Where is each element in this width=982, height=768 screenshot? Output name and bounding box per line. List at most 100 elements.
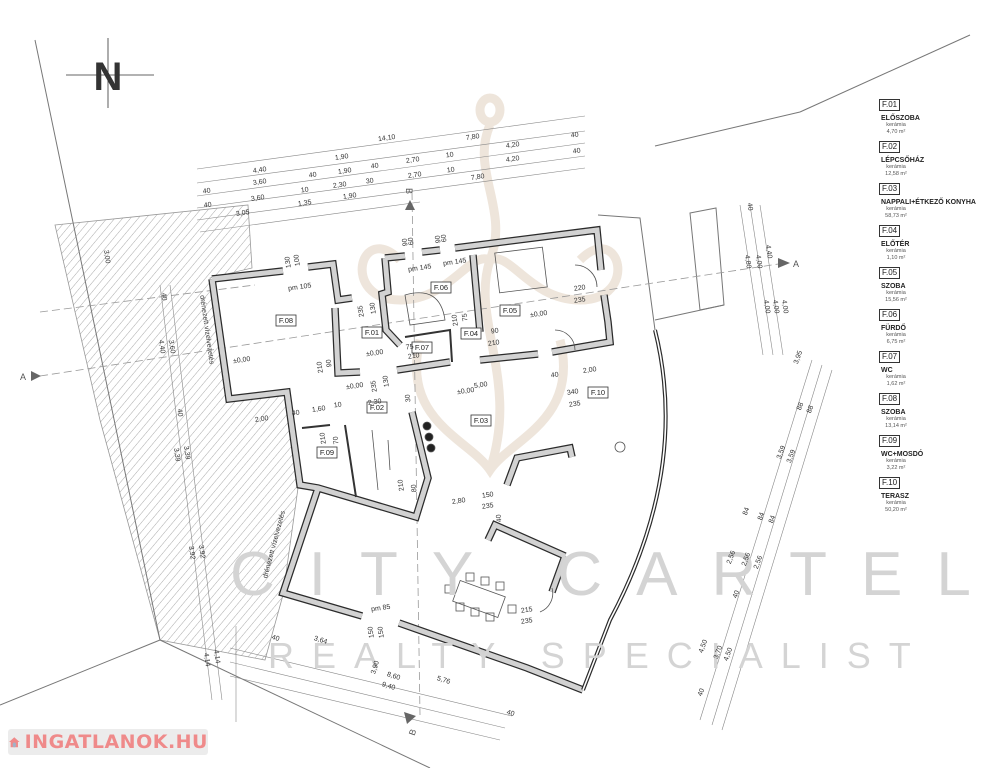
plan-annotation: 60 [407,237,415,246]
dimension-top: 40 [202,187,211,195]
dimension-top: 14,10 [378,134,396,143]
north-arrow [66,38,154,108]
dimension-right: 4,50 [698,639,709,654]
legend-material: kerámia [886,458,906,464]
dimension-right: 4,50 [723,647,734,662]
section-markers: A A B B [20,188,799,737]
legend-material: kerámia [886,248,906,254]
plan-annotation: 1,60 [312,405,327,414]
dimension-top: 40 [572,147,581,155]
dimension-right: 40 [732,590,741,600]
plan-annotation: 5,00 [474,381,489,390]
dimension-right: 2,56 [753,555,764,570]
room-tag: F.05 [503,306,517,315]
plan-annotation: 130 [284,256,293,269]
legend-room-name: LÉPCSŐHÁZ [881,157,925,164]
room-tag-box [499,304,521,317]
plan-annotation: 235 [482,502,495,511]
legend-room-name: ELŐTÉR [881,241,910,248]
room-tag: F.08 [279,316,293,325]
legend-material: kerámia [886,122,906,128]
room-tag: F.09 [320,448,334,457]
legend-room-name: TERASZ [881,493,909,500]
dimension-bottom: 8,60 [386,671,401,682]
plan-annotation: 150 [377,626,386,639]
plan-annotation: ±0,00 [233,356,251,365]
legend-area: 12,58 m² [885,171,907,177]
dimension-right: 4,00 [771,300,780,315]
legend-code: F.02 [879,141,901,153]
triangle-marker-icon [778,258,790,268]
plan-annotation: 235 [574,296,587,305]
room-tag-box [411,341,433,354]
plan-annotation: 210 [408,352,421,361]
room-tag: F.10 [591,388,605,397]
plan-annotation: 30 [404,394,412,403]
dining-table [452,579,506,619]
dimension-left: 40 [159,292,167,301]
legend-material: kerámia [886,206,906,212]
house-icon [9,737,20,748]
dimension-right: 4,40 [764,245,773,260]
dimension-left: 4,14 [212,650,221,665]
legend-code: F.01 [879,99,901,111]
dimension-top: 10 [445,151,454,159]
plan-annotation: 60 [440,234,448,243]
plan-annotation: ±0,00 [346,382,364,391]
dimension-right: 4,80 [743,255,752,270]
plan-annotation: 130 [369,302,378,315]
plan-annotation: 210 [316,361,325,374]
dimension-top: 7,80 [466,133,481,142]
dimension-right: 4,00 [762,300,771,315]
room-tag: F.03 [474,416,488,425]
dimension-top: 4,20 [506,141,521,150]
walls [208,225,668,694]
plan-annotation: 130 [382,375,391,388]
dimension-top: 40 [308,171,317,179]
plan-annotation: 235 [370,380,379,393]
legend-code: F.06 [879,309,901,321]
dimension-left: 3,39 [182,446,191,461]
plan-annotation: pm 145 [408,263,432,273]
plan-annotation: 10 [333,401,342,409]
legend-material: kerámia [886,374,906,380]
plan-annotation: 235 [569,400,582,409]
legend-code: F.04 [879,225,901,237]
dimension-right: 2,56 [741,552,752,567]
legend-code: F.09 [879,435,901,447]
bathtub [404,292,446,326]
plan-annotation: 220 [574,284,587,293]
triangle-marker-icon [31,371,41,381]
dimension-top: 10 [300,186,309,194]
watermark-ornament [357,93,623,479]
plan-annotation: 215 [521,606,534,615]
room-tag-box [470,414,492,427]
legend-material: kerámia [886,332,906,338]
north-label: N [94,55,123,99]
legend-room-name: WC [881,367,893,374]
ingatlanok-logo[interactable]: INGATLANOK.HU [8,729,208,755]
dimension-top: 40 [570,131,579,139]
dimension-right: 40 [697,688,706,698]
dimension-left: 3,92 [187,546,196,561]
plan-annotation: 235 [521,617,534,626]
triangle-marker-icon [405,200,415,210]
dimension-left: 3,00 [102,250,111,265]
legend-material: kerámia [886,416,906,422]
legend-room-name: WC+MOSDÓ [881,451,924,458]
legend-room-name: ELŐSZOBA [881,115,920,122]
dimension-right: 88 [806,405,815,415]
legend-code: F.07 [879,351,901,363]
dimension-top: 3,60 [251,194,266,203]
dimension-top: 2,70 [408,171,423,180]
room-tag-box [587,386,609,399]
